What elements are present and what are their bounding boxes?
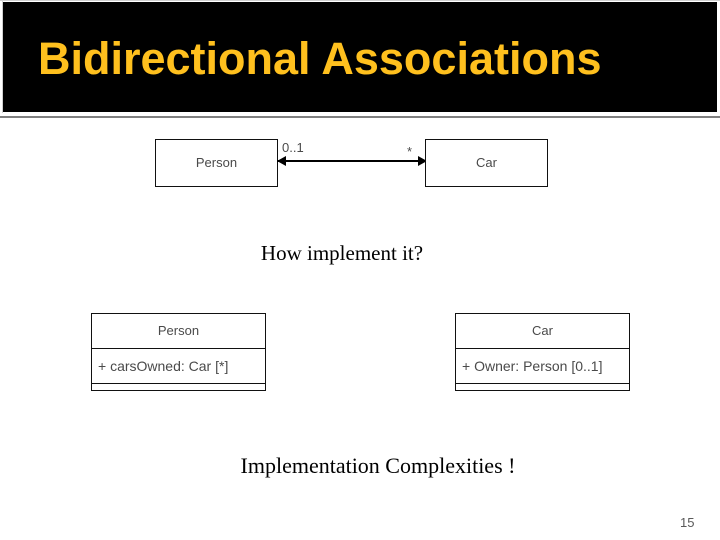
class-box-car-attribute: + Owner: Person [0..1] — [456, 348, 629, 383]
uml-class-person: Person — [155, 139, 278, 187]
uml-class-car-label: Car — [476, 155, 497, 170]
arrowhead-right-icon — [418, 156, 427, 166]
page-number: 15 — [680, 515, 695, 530]
arrowhead-left-icon — [277, 156, 286, 166]
class-box-person: Person + carsOwned: Car [*] — [91, 313, 266, 391]
title-bar: Bidirectional Associations — [3, 2, 717, 112]
class-box-person-attribute: + carsOwned: Car [*] — [92, 348, 265, 383]
slide-title: Bidirectional Associations — [38, 33, 602, 84]
class-box-car-operations-compartment — [456, 383, 629, 390]
multiplicity-left-label: 0..1 — [282, 140, 304, 155]
uml-class-person-label: Person — [195, 155, 238, 170]
association-line — [277, 160, 427, 162]
closing-text: Implementation Complexities ! — [240, 453, 516, 478]
class-box-car: Car + Owner: Person [0..1] — [455, 313, 630, 391]
class-box-car-name: Car — [532, 323, 553, 338]
class-box-person-name: Person — [157, 323, 200, 338]
uml-class-car: Car — [425, 139, 548, 187]
slide-left-edge-line — [2, 0, 3, 113]
class-box-person-operations-compartment — [92, 383, 265, 390]
header-divider-line — [0, 116, 720, 118]
multiplicity-right-label: * — [407, 144, 413, 159]
slide-top-edge-line — [0, 0, 720, 1]
question-text: How implement it? — [260, 241, 424, 265]
